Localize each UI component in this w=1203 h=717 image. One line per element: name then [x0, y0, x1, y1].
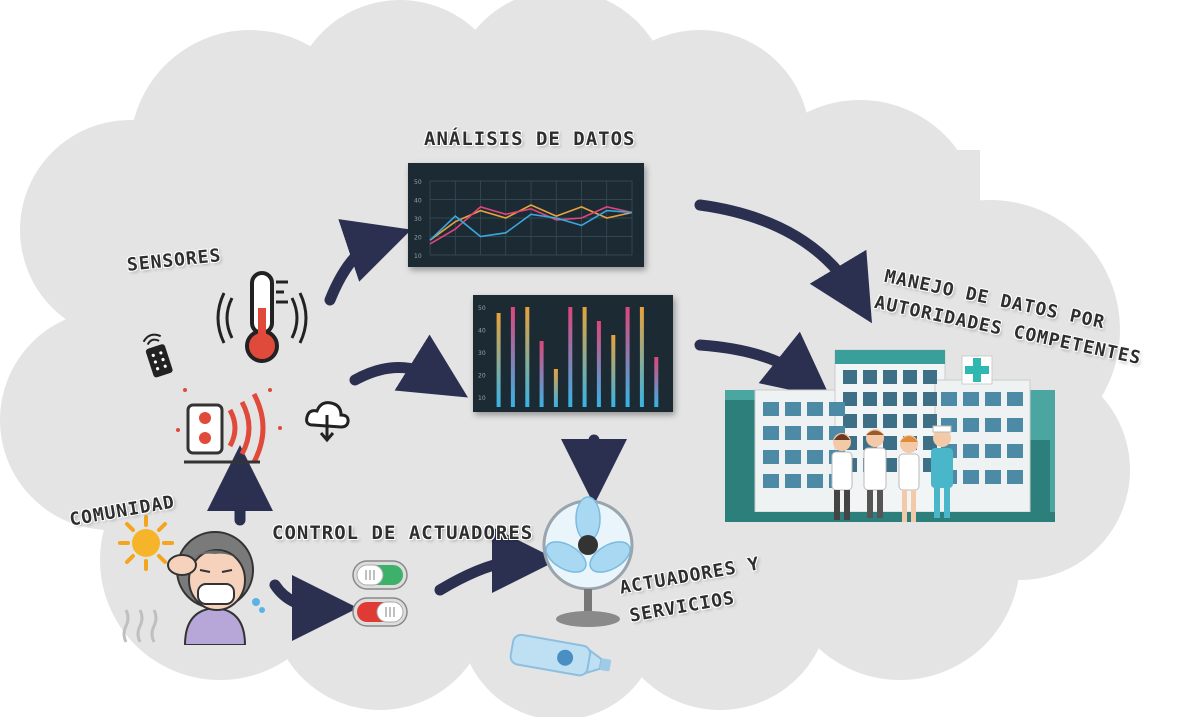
bar-mark: [568, 307, 573, 407]
fan-icon: [542, 496, 634, 627]
bar-ytick-label: 10: [478, 395, 486, 402]
arrow-bars-to-authorities: [694, 331, 831, 399]
bar-mark: [525, 307, 530, 407]
line-ytick-label: 40: [414, 198, 422, 205]
line-series: [429, 209, 633, 241]
line-ytick-label: 20: [414, 235, 422, 242]
label-data-analysis: ANÁLISIS DE DATOS: [424, 128, 636, 150]
thermometer-icon: [216, 271, 308, 363]
cloud-upload-icon: [305, 401, 350, 443]
line-ytick-label: 10: [414, 253, 422, 260]
bar-mark: [496, 313, 501, 407]
toggle-off-switch: [352, 597, 408, 627]
arrow-switch-to-fan: [434, 527, 558, 596]
bar-chart: 50 40 30 20 10: [478, 305, 659, 407]
bar-ytick-label: 20: [478, 373, 486, 380]
line-ytick-label: 30: [414, 216, 422, 223]
label-actuator-control: CONTROL DE ACTUADORES: [272, 522, 534, 544]
arrow-sensors-to-line: [324, 219, 412, 306]
bar-mark: [510, 307, 515, 407]
arrow-line-to-authorities: [694, 199, 872, 324]
sun-icon: [118, 515, 174, 571]
arrow-sensors-to-bars: [349, 334, 468, 398]
bar-mark: [625, 307, 630, 407]
bar-mark: [654, 357, 659, 407]
heat-waves-icon: [122, 609, 158, 643]
bar-mark: [611, 335, 616, 407]
line-series: [429, 206, 633, 245]
bar-ytick-label: 50: [478, 305, 486, 312]
bar-mark: [596, 321, 601, 407]
water-bottle-icon: [509, 633, 612, 677]
bar-mark: [639, 307, 644, 407]
actuator-toggle-switches: [352, 560, 408, 627]
line-chart-panel: 50 40 30 20 10: [408, 163, 644, 267]
bar-mark: [553, 369, 558, 407]
bar-ytick-label: 30: [478, 350, 486, 357]
line-chart: 50 40 30 20 10: [414, 179, 633, 260]
remote-control-icon: [142, 333, 173, 378]
toggle-on-switch: [352, 560, 408, 590]
bar-mark: [582, 307, 587, 407]
arrow-community-to-switch: [269, 574, 358, 641]
bar-chart-panel: 50 40 30 20 10: [473, 295, 673, 412]
hospital-icon: [725, 349, 1055, 522]
bar-ytick-label: 40: [478, 328, 486, 335]
line-series: [429, 204, 633, 241]
bar-mark: [539, 341, 544, 407]
medical-staff: [831, 425, 953, 522]
community-person-icon: [167, 531, 265, 645]
signal-sensor-icon: [176, 388, 282, 464]
line-ytick-label: 50: [414, 179, 422, 186]
